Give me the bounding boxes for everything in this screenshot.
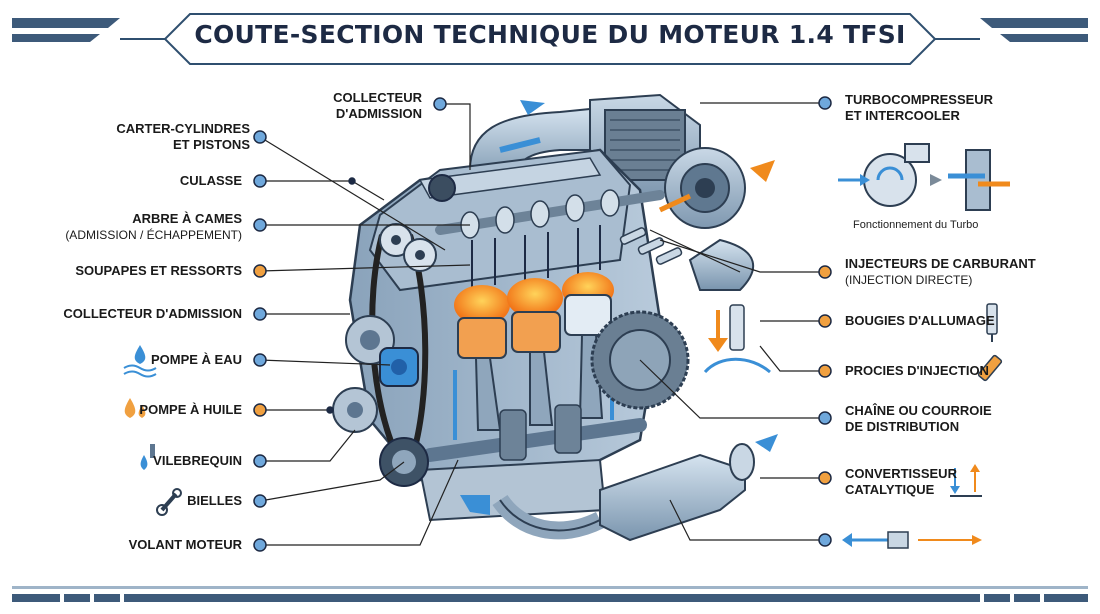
label-pompe-eau: POMPE À EAU <box>150 352 242 367</box>
label-injecteurs-line1: INJECTEURS DE CARBURANT <box>845 256 1036 271</box>
intake-arrow-icon <box>520 100 545 115</box>
label-turbo-line2: ET INTERCOOLER <box>845 108 960 123</box>
marker-culasse[interactable] <box>253 174 267 188</box>
catalytic-converter <box>599 453 746 542</box>
label-arbre-line1: ARBRE À CAMES <box>132 211 242 226</box>
marker-collecteur-left[interactable] <box>253 307 267 321</box>
label-volant: VOLANT MOTEUR <box>128 537 242 552</box>
label-convertisseur: CONVERTISSEUR CATALYTIQUE <box>845 466 957 498</box>
label-injecteurs-line2: (INJECTION DIRECTE) <box>845 273 973 287</box>
turbo-out-arrow-icon <box>750 160 775 182</box>
leader-lines <box>259 102 825 546</box>
label-pompe-huile: POMPE À HUILE <box>139 402 242 417</box>
label-collecteur-top-line2: D'ADMISSION <box>335 106 422 121</box>
label-carter-line1: CARTER-CYLINDRES <box>116 121 250 136</box>
label-bougies: BOUGIES D'ALLUMAGE <box>845 313 995 328</box>
banner-left-stripes <box>12 18 120 42</box>
label-culasse: CULASSE <box>179 173 242 188</box>
converter-flow-icon <box>950 464 982 497</box>
label-procies: PROCIES D'INJECTION <box>845 363 989 378</box>
label-arbre-line2: (ADMISSION / ÉCHAPPEMENT) <box>65 228 242 242</box>
label-collecteur-top-line1: COLLECTEUR <box>333 90 422 105</box>
injector-nozzle-icon <box>977 354 1003 382</box>
label-collecteur-left: COLLECTEUR D'ADMISSION <box>63 306 242 321</box>
marker-convertisseur[interactable] <box>818 471 832 485</box>
connecting-rods <box>474 334 604 431</box>
bolt-drop-icon <box>140 444 155 470</box>
marker-bougies[interactable] <box>818 314 832 328</box>
footer-stripes <box>12 586 1088 602</box>
marker-turbo[interactable] <box>818 96 832 110</box>
label-collecteur-top: COLLECTEUR D'ADMISSION <box>333 90 422 122</box>
banner-right-stripes <box>980 18 1088 42</box>
label-chaine: CHAÎNE OU COURROIE DE DISTRIBUTION <box>845 403 992 435</box>
exhaust-out-arrow-icon <box>755 434 778 452</box>
flow-arrows-icon <box>842 531 982 549</box>
marker-chaine[interactable] <box>818 411 832 425</box>
label-convertisseur-line1: CONVERTISSEUR <box>845 466 957 481</box>
label-turbo: TURBOCOMPRESSEUR ET INTERCOOLER <box>845 92 993 124</box>
turbo-unit <box>658 147 775 291</box>
oil-cap <box>428 174 456 202</box>
oil-pump-pulley <box>332 387 378 433</box>
label-turbo-line1: TURBOCOMPRESSEUR <box>845 92 994 107</box>
marker-procies[interactable] <box>818 364 832 378</box>
valves-springs <box>471 225 601 290</box>
label-arbre: ARBRE À CAMES (ADMISSION / ÉCHAPPEMENT) <box>65 211 242 243</box>
marker-injecteurs[interactable] <box>818 265 832 279</box>
marker-carter[interactable] <box>253 130 267 144</box>
marker-volant[interactable] <box>253 538 267 552</box>
title-banner <box>12 13 1088 65</box>
marker-vilebrequin[interactable] <box>253 454 267 468</box>
camshaft <box>435 189 665 239</box>
label-bielles: BIELLES <box>187 493 242 508</box>
label-chaine-line1: CHAÎNE OU COURROIE <box>845 403 992 418</box>
marker-bielles[interactable] <box>253 494 267 508</box>
label-injecteurs: INJECTEURS DE CARBURANT (INJECTION DIREC… <box>845 256 1036 288</box>
injection-detail <box>703 304 771 374</box>
marker-pompe-huile[interactable] <box>253 403 267 417</box>
label-carter-line2: ET PISTONS <box>172 137 250 152</box>
conrod-icon <box>156 488 182 516</box>
turbo-function-schematic <box>838 143 1010 211</box>
marker-dots <box>253 96 832 552</box>
water-drop-icon <box>123 345 157 378</box>
marker-pompe-eau[interactable] <box>253 353 267 367</box>
caption-turbo: Fonctionnement du Turbo <box>853 219 979 231</box>
spark-plug-detail-icon <box>729 304 745 351</box>
marker-soupapes[interactable] <box>253 264 267 278</box>
oil-drop-icon <box>124 398 146 418</box>
marker-collecteur-top[interactable] <box>433 97 447 111</box>
crankshaft <box>423 404 647 462</box>
page-title: COUTE-SECTION TECHNIQUE DU MOTEUR 1.4 TF… <box>194 20 906 49</box>
spark-plug-icon <box>986 303 998 342</box>
water-pump <box>379 347 419 387</box>
marker-arbre[interactable] <box>253 218 267 232</box>
label-convertisseur-line2: CATALYTIQUE <box>845 482 935 497</box>
injectors <box>619 227 683 265</box>
label-carter: CARTER-CYLINDRES ET PISTONS <box>116 121 250 153</box>
label-chaine-line2: DE DISTRIBUTION <box>845 419 960 434</box>
label-vilebrequin: VILEBREQUIN <box>153 453 242 468</box>
exhaust-system <box>492 434 778 542</box>
label-soupapes: SOUPAPES ET RESSORTS <box>75 263 242 278</box>
timing-belt <box>369 223 437 460</box>
marker-flow[interactable] <box>818 533 832 547</box>
